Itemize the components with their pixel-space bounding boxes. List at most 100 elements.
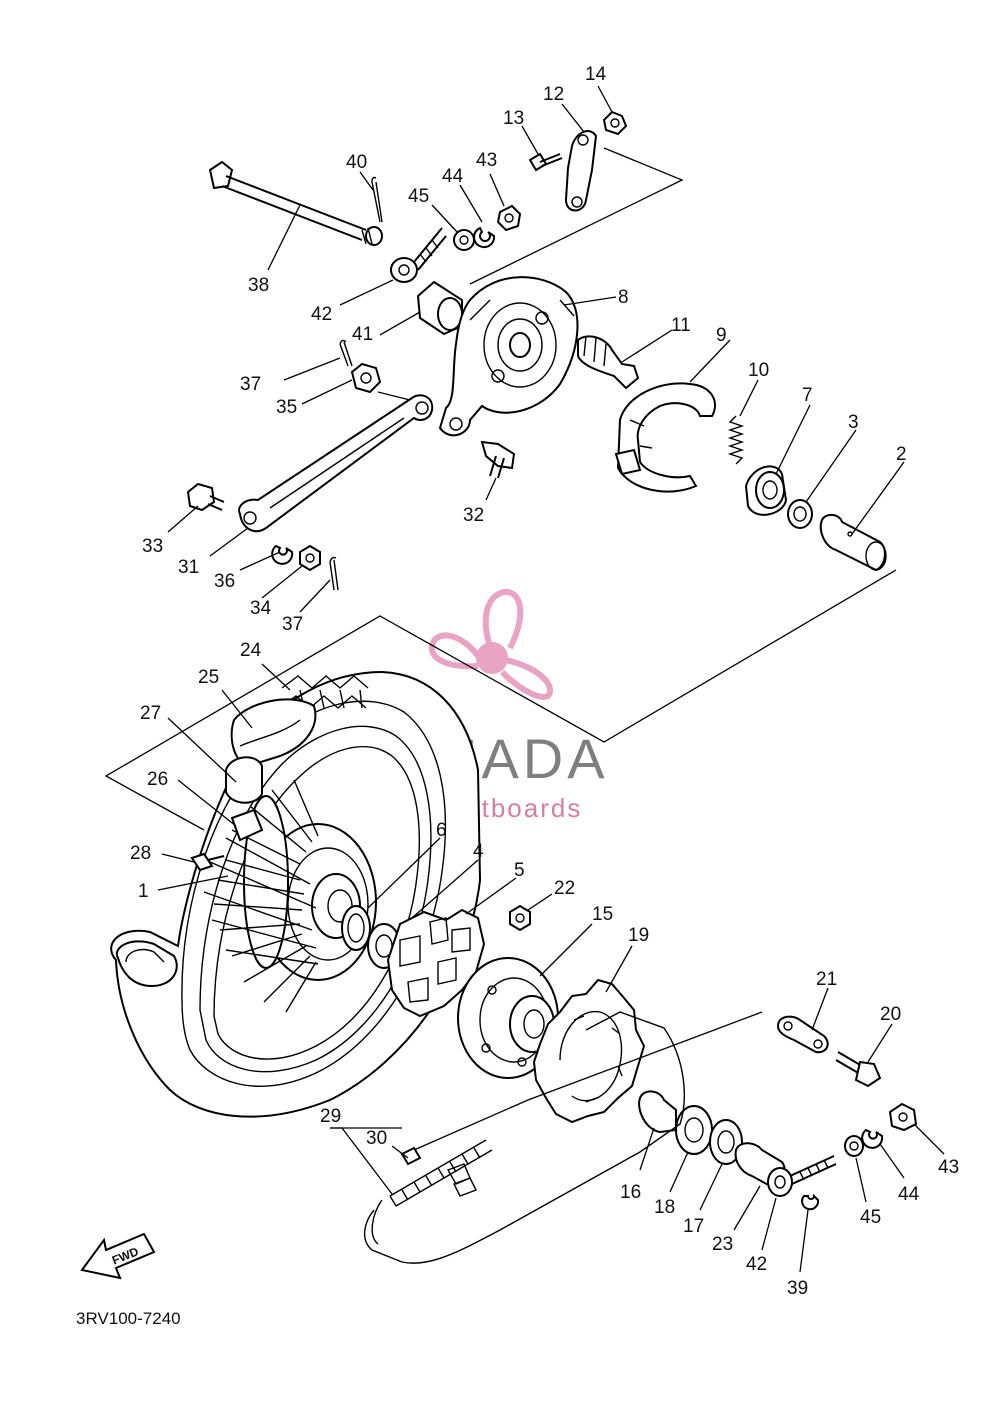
bolt-32 [480,440,516,479]
castle-nut-35 [350,362,382,394]
label-42-upper: 42 [311,304,332,325]
bolt-33 [186,482,225,512]
label-32: 32 [463,505,484,526]
leader-40 [359,171,374,191]
label-45-lower: 45 [860,1207,881,1228]
label-12: 12 [543,84,564,105]
label-15: 15 [592,904,613,925]
leader-14 [597,85,613,113]
adjuster-bolt-lower [767,1155,837,1197]
label-34: 34 [250,598,272,619]
leader-36 [239,551,281,571]
label-7: 7 [802,385,813,406]
label-18: 18 [654,1197,675,1218]
torque-rod-31 [238,394,434,533]
spacer-2 [819,514,887,572]
sprocket-19 [532,978,646,1124]
part-number-labels: 14 12 13 40 44 43 45 38 8 42 11 41 9 10 … [130,64,959,1299]
cotter-pin-40 [371,176,383,223]
nut-43-lower [888,1102,918,1132]
leader-38 [267,204,301,271]
label-10: 10 [748,360,769,381]
label-43-lower: 43 [938,1157,959,1178]
leader-44-upper [459,184,483,223]
cam-lever-12 [564,130,598,212]
brake-shoe-plate-8 [438,276,579,437]
label-43-upper: 43 [476,150,497,171]
leader-42-upper [339,279,394,306]
oil-seal-3 [787,499,813,529]
label-28: 28 [130,843,151,864]
brake-shoe-9 [614,382,717,493]
washer-36 [271,544,294,565]
leader-45-upper [431,204,459,234]
lock-washer-21 [776,1015,829,1054]
leader-3 [805,429,857,503]
nut-22 [509,904,531,932]
washer-45-upper [453,229,475,251]
oil-seal-17 [709,1119,743,1165]
dash-line-axle-path [104,569,897,831]
leader-45-lower [855,1157,867,1203]
drive-chain-29 [364,1011,685,1264]
leader-12 [561,103,585,133]
collar-16 [638,1090,677,1134]
leader-44-lower [879,1143,905,1179]
label-14: 14 [585,64,607,85]
leader-6 [367,837,441,909]
propeller-logo [428,588,553,700]
bearing-18 [675,1105,713,1155]
leader-30 [391,1145,409,1159]
leader-19 [605,945,633,993]
label-25: 25 [198,667,219,688]
leader-10 [739,379,759,417]
label-36: 36 [214,571,235,592]
clip-39 [801,1193,820,1211]
label-45-upper: 45 [408,186,429,207]
rear-axle [208,160,383,246]
valve-28 [190,852,225,872]
label-4: 4 [473,841,484,862]
label-11: 11 [671,315,691,336]
label-23: 23 [712,1234,733,1255]
part-26 [230,808,264,842]
label-30: 30 [366,1128,387,1149]
label-39: 39 [787,1278,808,1299]
nut-14 [602,110,628,136]
leader-18 [669,1151,689,1193]
rim-band-27 [225,756,263,804]
leader-21 [811,987,829,1031]
bolt-13 [528,152,563,172]
tube-25 [230,698,317,768]
leader-15 [539,923,593,977]
label-27: 27 [140,703,161,724]
leader-27 [167,717,237,783]
label-24: 24 [240,640,262,661]
leader-7 [775,404,811,475]
label-37-lower: 37 [282,614,303,635]
leader-35 [301,379,353,405]
label-33: 33 [142,536,163,557]
leader-42-lower [761,1197,777,1251]
leader-16 [639,1127,655,1171]
leader-20 [867,1023,893,1063]
label-20: 20 [880,1004,901,1025]
label-17: 17 [683,1216,704,1237]
leader-13 [521,125,539,155]
leader-43-lower [913,1123,945,1155]
label-37-upper: 37 [240,374,261,395]
leader-43-upper [489,173,505,207]
leader-35-to-rod [377,391,411,401]
leader-37-lower [299,579,331,613]
label-9: 9 [716,325,727,346]
label-21: 21 [816,969,837,990]
label-26: 26 [147,769,168,790]
leader-31 [209,527,249,557]
leader-37-upper [283,357,341,381]
label-31: 31 [178,557,199,578]
leader-2 [851,461,905,535]
label-19: 19 [628,925,649,946]
leader-41 [379,311,421,336]
